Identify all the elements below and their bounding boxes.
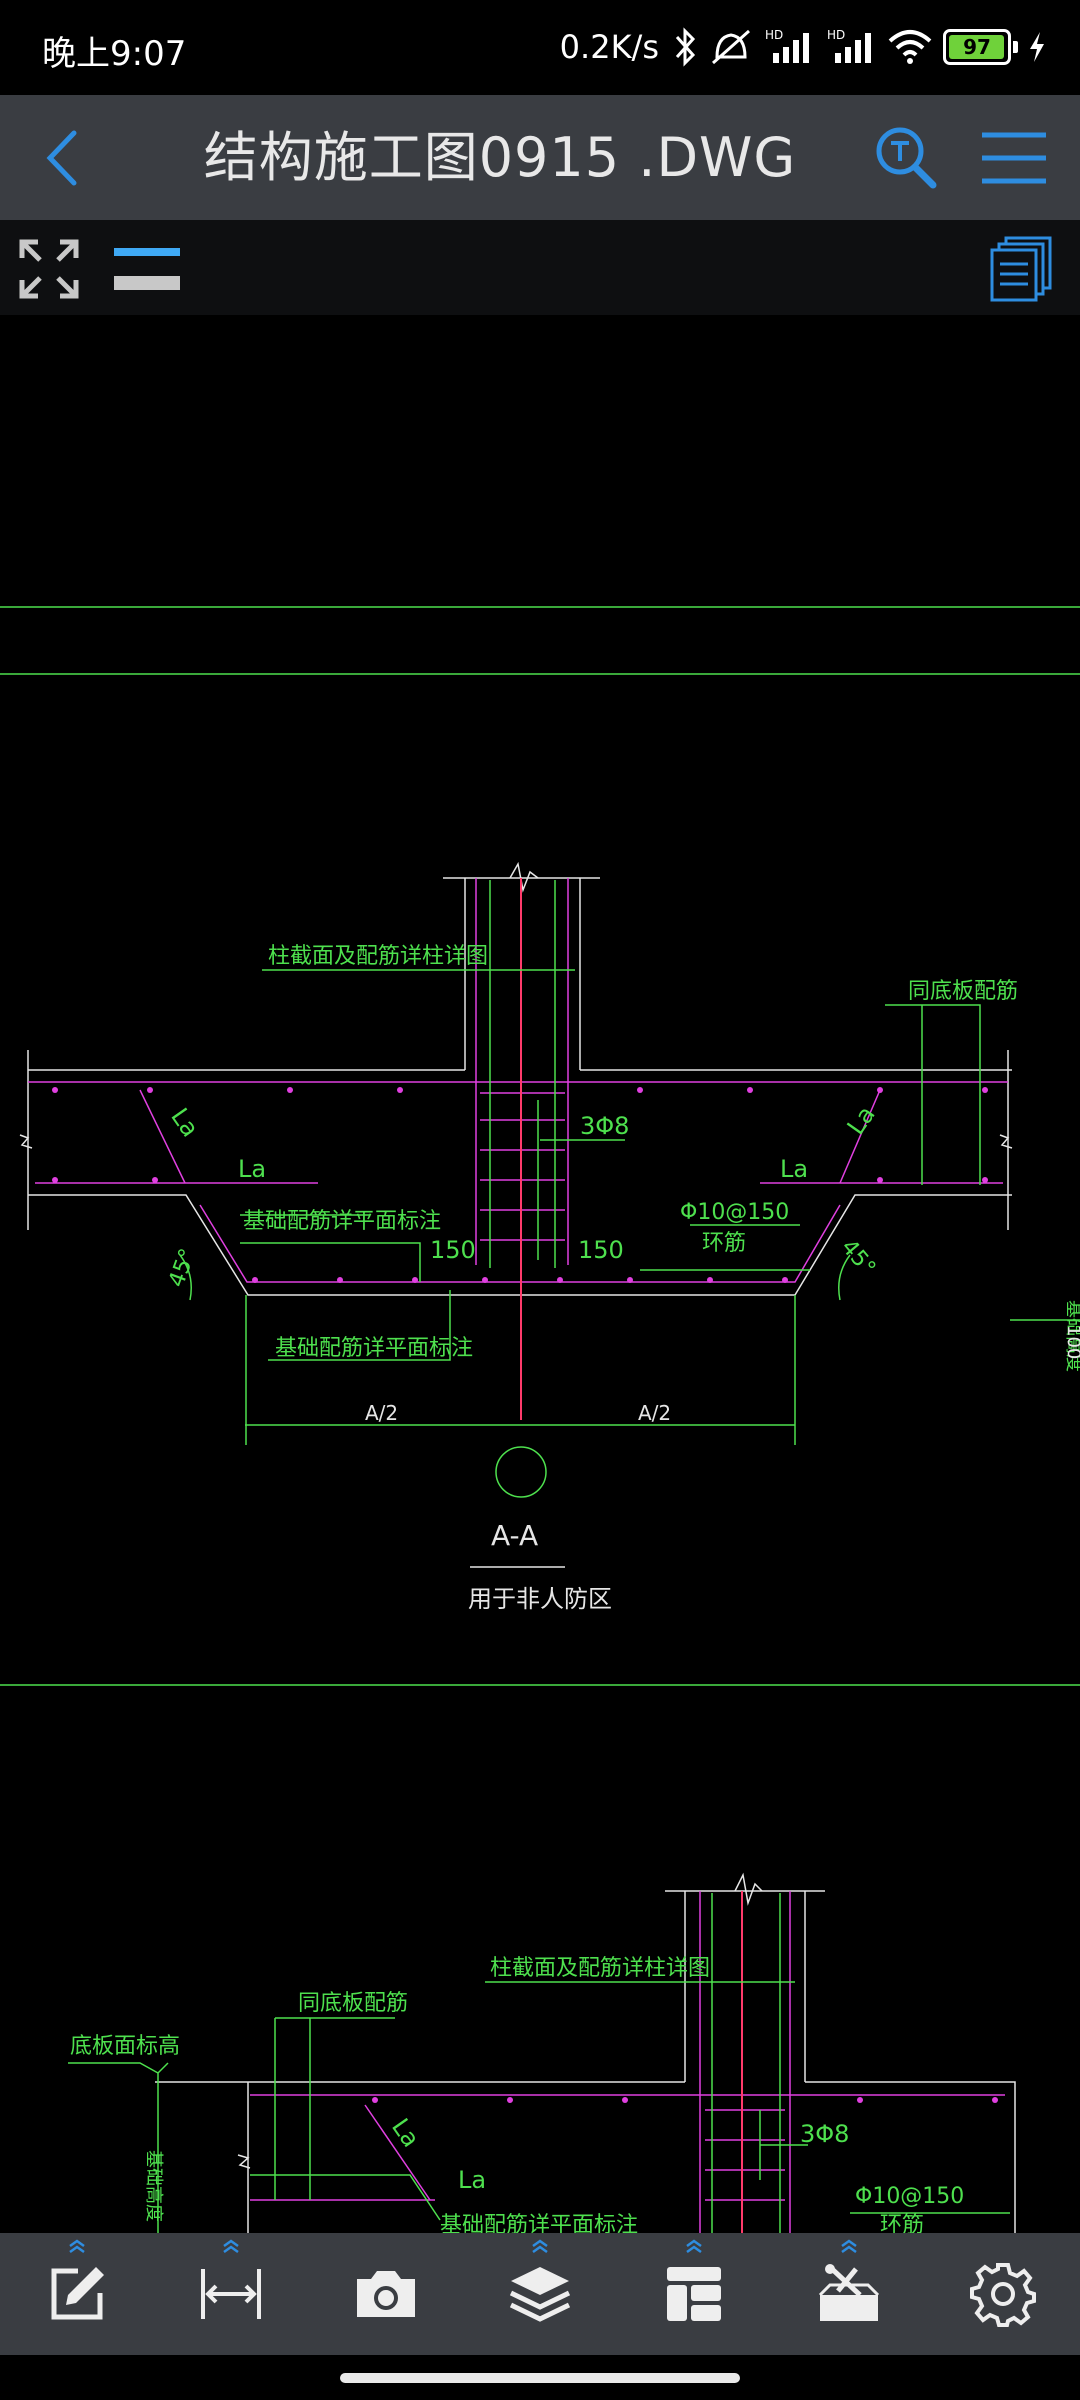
caret-up-icon xyxy=(686,2239,702,2253)
edge-dim-label: 100 xyxy=(1063,1325,1080,1359)
measure-button[interactable] xyxy=(154,2233,308,2355)
bluetooth-icon xyxy=(675,27,696,67)
la-right-diag-label: La xyxy=(842,1101,881,1140)
bottom-base-note-label: 基础配筋详平面标注 xyxy=(440,2213,638,2233)
same-bottom-label: 同底板配筋 xyxy=(908,979,1018,1004)
section-label: A-A xyxy=(491,1519,538,1552)
line-weight-icon xyxy=(114,248,180,290)
la-left-label: La xyxy=(238,1155,266,1183)
mute-icon xyxy=(712,29,750,65)
dim-a2-right: A/2 xyxy=(638,1401,671,1425)
battery-level: 97 xyxy=(963,35,991,59)
dim-a2-left: A/2 xyxy=(365,1401,398,1425)
screenshot-button[interactable] xyxy=(309,2233,463,2355)
stirrup-col-label: 3Φ8 xyxy=(580,1112,629,1140)
bottom-ring-label: 环筋 xyxy=(880,2213,924,2233)
ring-label: 环筋 xyxy=(702,1231,746,1256)
caret-up-icon xyxy=(223,2239,240,2253)
dim-150-right: 150 xyxy=(578,1236,624,1264)
col-note-label: 柱截面及配筋详柱详图 xyxy=(268,944,488,969)
edit-pen-icon xyxy=(51,2267,105,2320)
wifi-icon xyxy=(888,30,932,64)
layers-icon xyxy=(509,2267,571,2322)
settings-button[interactable] xyxy=(926,2233,1080,2355)
cad-drawing[interactable]: 柱截面及配筋详柱详图 同底板配筋 La La La La 3Φ8 Φ10@150… xyxy=(0,315,1080,2233)
bottom-height-label: 基础高度 xyxy=(143,2150,164,2222)
bottom-stirrup-ring-label: Φ10@150 xyxy=(855,2184,964,2209)
layout-panels-icon xyxy=(667,2267,722,2321)
caret-up-icon xyxy=(840,2239,857,2253)
bottom-la-label: La xyxy=(458,2166,486,2194)
edit-button[interactable] xyxy=(0,2233,154,2355)
menu-button[interactable] xyxy=(978,123,1050,193)
bottom-toolbar xyxy=(0,2233,1080,2355)
signal-hd-1-icon: HD xyxy=(765,28,809,63)
battery-cap xyxy=(1013,41,1018,53)
chevron-left-icon xyxy=(46,130,77,186)
angle-right-label: 45° xyxy=(836,1235,880,1281)
line-weight-button[interactable] xyxy=(112,242,182,296)
usage-label: 用于非人防区 xyxy=(468,1585,612,1613)
la-left-diag-label: La xyxy=(165,1103,204,1142)
status-time: 晚上9:07 xyxy=(42,34,187,74)
angle-left-label: 45° xyxy=(164,1245,201,1290)
toolbox-icon xyxy=(818,2264,879,2321)
charging-icon xyxy=(1030,32,1044,62)
measure-distance-icon xyxy=(201,2269,262,2319)
base-note-1-label: 基础配筋详平面标注 xyxy=(243,1209,441,1234)
status-bar: 晚上9:07 0.2K/s HD HD 97 xyxy=(0,0,1080,95)
edge-text-label: 基础高度 xyxy=(1063,1300,1080,1372)
la-right-label: La xyxy=(780,1155,808,1183)
bottom-elev-label: 底板面标高 xyxy=(70,2034,180,2059)
camera-icon xyxy=(356,2271,415,2317)
layout-button[interactable] xyxy=(617,2233,771,2355)
base-note-2-label: 基础配筋详平面标注 xyxy=(275,1336,473,1361)
expand-arrows-icon xyxy=(19,239,79,299)
caret-up-icon xyxy=(532,2239,548,2253)
view-toolbar xyxy=(0,220,1080,315)
text-search-button[interactable] xyxy=(870,123,940,193)
cad-drawing-canvas[interactable]: 柱截面及配筋详柱详图 同底板配筋 La La La La 3Φ8 Φ10@150… xyxy=(0,315,1080,2233)
system-nav-bar xyxy=(0,2355,1080,2400)
layers-button[interactable] xyxy=(463,2233,617,2355)
dim-150-left: 150 xyxy=(430,1236,476,1264)
fit-screen-button[interactable] xyxy=(16,236,82,302)
document-list-icon xyxy=(990,236,1052,302)
home-indicator[interactable] xyxy=(340,2373,740,2383)
battery-icon: 97 xyxy=(943,29,1011,65)
network-speed: 0.2K/s xyxy=(559,28,659,66)
gear-icon xyxy=(969,2263,1036,2327)
caret-up-icon xyxy=(69,2239,85,2253)
back-button[interactable] xyxy=(30,123,100,193)
signal-hd-2-icon: HD xyxy=(827,28,871,63)
bottom-la-diag-label: La xyxy=(386,2113,425,2152)
title-bar: 结构施工图0915 .DWG xyxy=(0,95,1080,220)
svg-text:HD: HD xyxy=(765,28,783,42)
bottom-same-bottom-label: 同底板配筋 xyxy=(298,1991,408,2016)
document-title: 结构施工图0915 .DWG xyxy=(203,126,797,189)
bottom-col-note-label: 柱截面及配筋详柱详图 xyxy=(490,1956,710,1981)
toolbox-button[interactable] xyxy=(771,2233,925,2355)
hamburger-menu-icon xyxy=(982,132,1046,184)
layouts-list-button[interactable] xyxy=(990,236,1054,302)
stirrup-ring-label: Φ10@150 xyxy=(680,1200,789,1225)
text-search-icon xyxy=(876,127,937,189)
svg-text:HD: HD xyxy=(827,28,845,42)
bottom-stirrup-col-label: 3Φ8 xyxy=(800,2120,849,2148)
status-icons: 0.2K/s HD HD 97 xyxy=(560,22,1046,72)
